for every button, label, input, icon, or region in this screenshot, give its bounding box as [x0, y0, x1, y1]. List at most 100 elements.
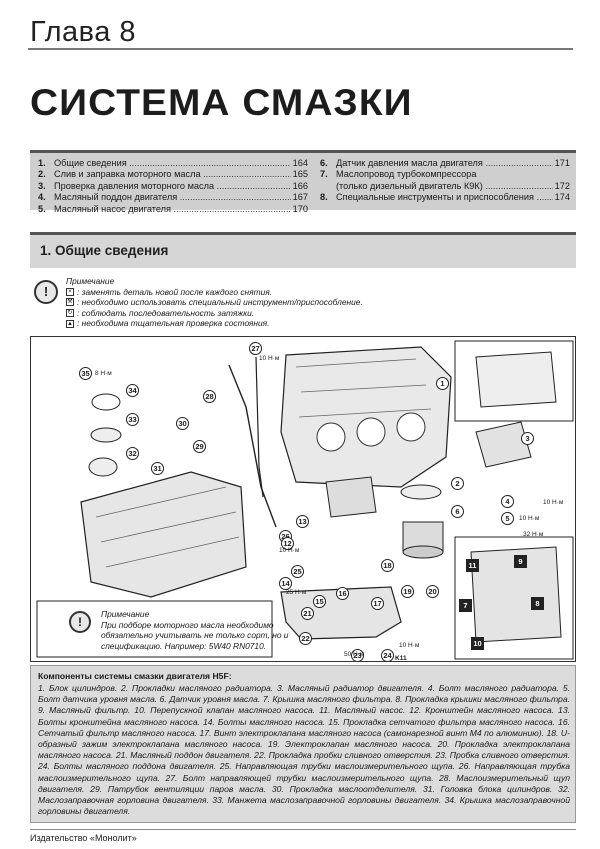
toc-num: 1.	[38, 158, 46, 168]
torque-label: 25 Н·м	[286, 589, 307, 596]
callout-31: 31	[151, 462, 164, 475]
callout-14: 14	[279, 577, 292, 590]
chapter-header: Глава 8	[28, 10, 573, 50]
note-body: Примечание ×: заменять деталь новой посл…	[66, 276, 466, 329]
kit-label: K11	[395, 655, 407, 662]
callout-11: 11	[466, 559, 479, 572]
toc-num: 5.	[38, 203, 46, 214]
toc-text: Маслопровод турбокомпрессора	[336, 169, 477, 180]
callout-5: 5	[501, 512, 514, 525]
callout-25: 25	[291, 565, 304, 578]
footer-divider	[30, 829, 576, 830]
toc-page: 165	[292, 169, 308, 180]
toc-page: 167	[292, 192, 308, 203]
callout-19: 19	[401, 585, 414, 598]
toc-text: Проверка давления моторного масла	[54, 181, 291, 192]
torque-label: 50 Н·м	[344, 651, 365, 658]
toc-text: Общие сведения	[54, 158, 291, 169]
toc-page: 166	[292, 180, 308, 191]
callout-1: 1	[436, 377, 449, 390]
legend-text: : необходимо использовать специальный ин…	[77, 297, 363, 308]
callout-8: 8	[531, 597, 544, 610]
callout-28: 28	[203, 390, 216, 403]
callout-32: 32	[126, 447, 139, 460]
callout-9: 9	[514, 555, 527, 568]
section-header: 1. Общие сведения	[30, 232, 576, 268]
legend-text: : заменять деталь новой после каждого сн…	[77, 286, 273, 297]
toc-item[interactable]: 1. Общие сведения164	[38, 158, 308, 169]
toc-right-column: 6. Датчик давления масла двигателя171 7. М…	[320, 158, 570, 204]
toc-text: Слив и заправка моторного масла	[54, 169, 291, 180]
toc-num: 8.	[320, 192, 328, 203]
callout-6: 6	[451, 505, 464, 518]
callout-29: 29	[193, 440, 206, 453]
toc-item[interactable]: 6. Датчик давления масла двигателя171	[320, 158, 570, 169]
torque-label: 10 Н·м	[279, 547, 300, 554]
replace-icon: ×	[66, 287, 74, 296]
toc-page: 170	[292, 203, 308, 214]
torque-label: 10 Н·м	[399, 642, 420, 649]
note2-title: Примечание	[101, 609, 150, 619]
toc-item[interactable]: 3. Проверка давления моторного масла166	[38, 181, 308, 192]
components-title: Компоненты системы смазки двигателя H5F:	[38, 671, 232, 681]
toc-num: 7.	[320, 169, 328, 180]
torque-label: 32 Н·м	[523, 531, 544, 538]
callout-16: 16	[336, 587, 349, 600]
callout-35: 35	[79, 367, 92, 380]
callout-24: 24	[381, 649, 394, 661]
legend-row: ▲: необходима тщательная проверка состоя…	[66, 318, 466, 329]
callout-23: 23	[351, 649, 364, 661]
legend-text: : необходима тщательная проверка состоян…	[77, 318, 270, 329]
toc-item-continued[interactable]: (только дизельный двигатель К9К)172	[320, 181, 570, 192]
toc-num: 4.	[38, 192, 46, 203]
toc-item[interactable]: 5.Масляный насос двигателя170	[38, 204, 308, 215]
torque-label: 10 Н·м	[259, 355, 280, 362]
legend-row: ↻: соблюдать последовательность затяжки.	[66, 308, 466, 319]
callout-7: 7	[459, 599, 472, 612]
publisher-label: Издательство «Монолит»	[30, 833, 137, 843]
toc-text: Датчик давления масла двигателя	[336, 158, 553, 169]
components-text: 1. Блок цилиндров. 2. Прокладки масляног…	[38, 683, 570, 817]
note-title: Примечание	[66, 276, 115, 286]
table-of-contents: 1. Общие сведения164 2. Слив и заправка мо…	[30, 150, 576, 214]
callout-3: 3	[521, 432, 534, 445]
note-icon: !	[34, 280, 58, 304]
toc-num: 6.	[320, 158, 328, 168]
note2-line: обязательно учитывать не только сорт, но…	[101, 630, 289, 641]
engine-illustration	[36, 340, 574, 660]
toc-num: 2.	[38, 169, 46, 180]
note2-body: Примечание При подборе моторного масла н…	[101, 609, 301, 651]
inspect-icon: ▲	[66, 319, 74, 328]
toc-text: Масляный поддон двигателя	[54, 192, 291, 203]
legend-text: : соблюдать последовательность затяжки.	[77, 307, 255, 318]
toc-item[interactable]: 7. Маслопровод турбокомпрессора	[320, 169, 570, 180]
note-icon: !	[69, 611, 91, 633]
callout-2: 2	[451, 477, 464, 490]
torque-label: 10 Н·м	[519, 515, 540, 522]
torque-label: 10 Н·м	[543, 499, 564, 506]
torque-label: 8 Н·м	[95, 370, 112, 377]
exploded-diagram: 35 8 Н·м 34 33 32 31 30 29 28 27 10 Н·м …	[30, 336, 576, 662]
toc-text: (только дизельный двигатель К9К)	[320, 181, 553, 192]
toc-page: 174	[554, 192, 570, 203]
callout-33: 33	[126, 413, 139, 426]
callout-12: 12	[281, 537, 294, 550]
toc-item[interactable]: 4. Масляный поддон двигателя167	[38, 192, 308, 203]
callout-18: 18	[381, 559, 394, 572]
toc-num: 3.	[38, 180, 46, 191]
callout-4: 4	[501, 495, 514, 508]
page-title: СИСТЕМА СМАЗКИ	[30, 82, 413, 123]
chapter-label: Глава 8	[30, 16, 137, 48]
callout-20: 20	[426, 585, 439, 598]
toc-left-column: 1. Общие сведения164 2. Слив и заправка мо…	[38, 158, 308, 215]
toc-item[interactable]: 2. Слив и заправка моторного масла165	[38, 169, 308, 180]
tightening-sequence-icon: ↻	[66, 309, 74, 318]
toc-page: 171	[554, 158, 570, 168]
callout-22: 22	[299, 632, 312, 645]
toc-page: 164	[292, 158, 308, 168]
legend-row: ⚒: необходимо использовать специальный и…	[66, 297, 466, 308]
callout-10: 10	[471, 637, 484, 650]
special-tool-icon: ⚒	[66, 298, 74, 307]
note2-line: спецификацию. Например: 5W40 RN0710.	[101, 640, 267, 651]
toc-item[interactable]: 8.Специальные инструменты и приспособлен…	[320, 192, 570, 203]
